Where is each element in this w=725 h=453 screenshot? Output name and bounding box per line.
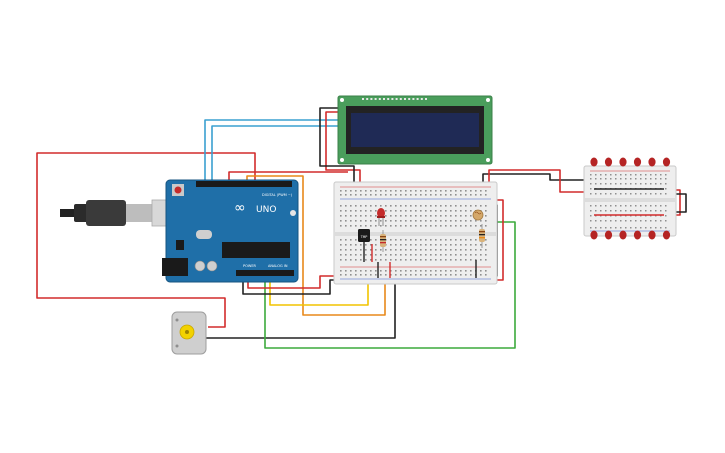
lcd-header-pins [362,98,427,100]
resistor-ldr[interactable] [479,224,485,248]
lcd-display[interactable] [337,95,493,165]
wire-blue-lcd-2[interactable] [211,125,338,182]
power-pin-label: POWER [243,264,257,268]
digital-pin-label: DIGITAL (PWM ~) [262,193,293,197]
wire-blue-lcd-1[interactable] [204,119,338,182]
sensor-label: TMP [360,235,368,239]
led-array [590,157,671,240]
dc-motor[interactable] [171,311,207,355]
breadboard-holes [340,190,487,276]
main-breadboard[interactable] [333,181,498,285]
wire-black-lcd[interactable] [319,107,355,190]
resistor-led[interactable] [380,230,386,252]
wire-red-top[interactable] [228,171,348,182]
photoresistor[interactable] [472,209,484,221]
breadboard-components: TMP [358,208,485,278]
red-led[interactable] [377,208,385,226]
arduino-brand-text: UNO [256,205,276,215]
wire-black-motor[interactable] [205,272,396,339]
arduino-logo-icon: ∞ [234,200,246,216]
arduino-board[interactable]: ∞ UNO DIGITAL (PWM ~) POWER ANALOG IN [162,179,299,283]
analog-pin-label: ANALOG IN [268,264,288,268]
wire-black-ledboard[interactable] [482,173,590,190]
wire-red-motor[interactable] [36,152,256,328]
wire-red-ledboard[interactable] [488,169,590,193]
wire-red-power[interactable] [247,275,352,289]
wire-orange[interactable] [246,175,386,316]
wire-red-lcd[interactable] [325,111,361,190]
led-breadboard[interactable] [583,157,677,240]
temperature-sensor[interactable]: TMP [358,229,370,242]
